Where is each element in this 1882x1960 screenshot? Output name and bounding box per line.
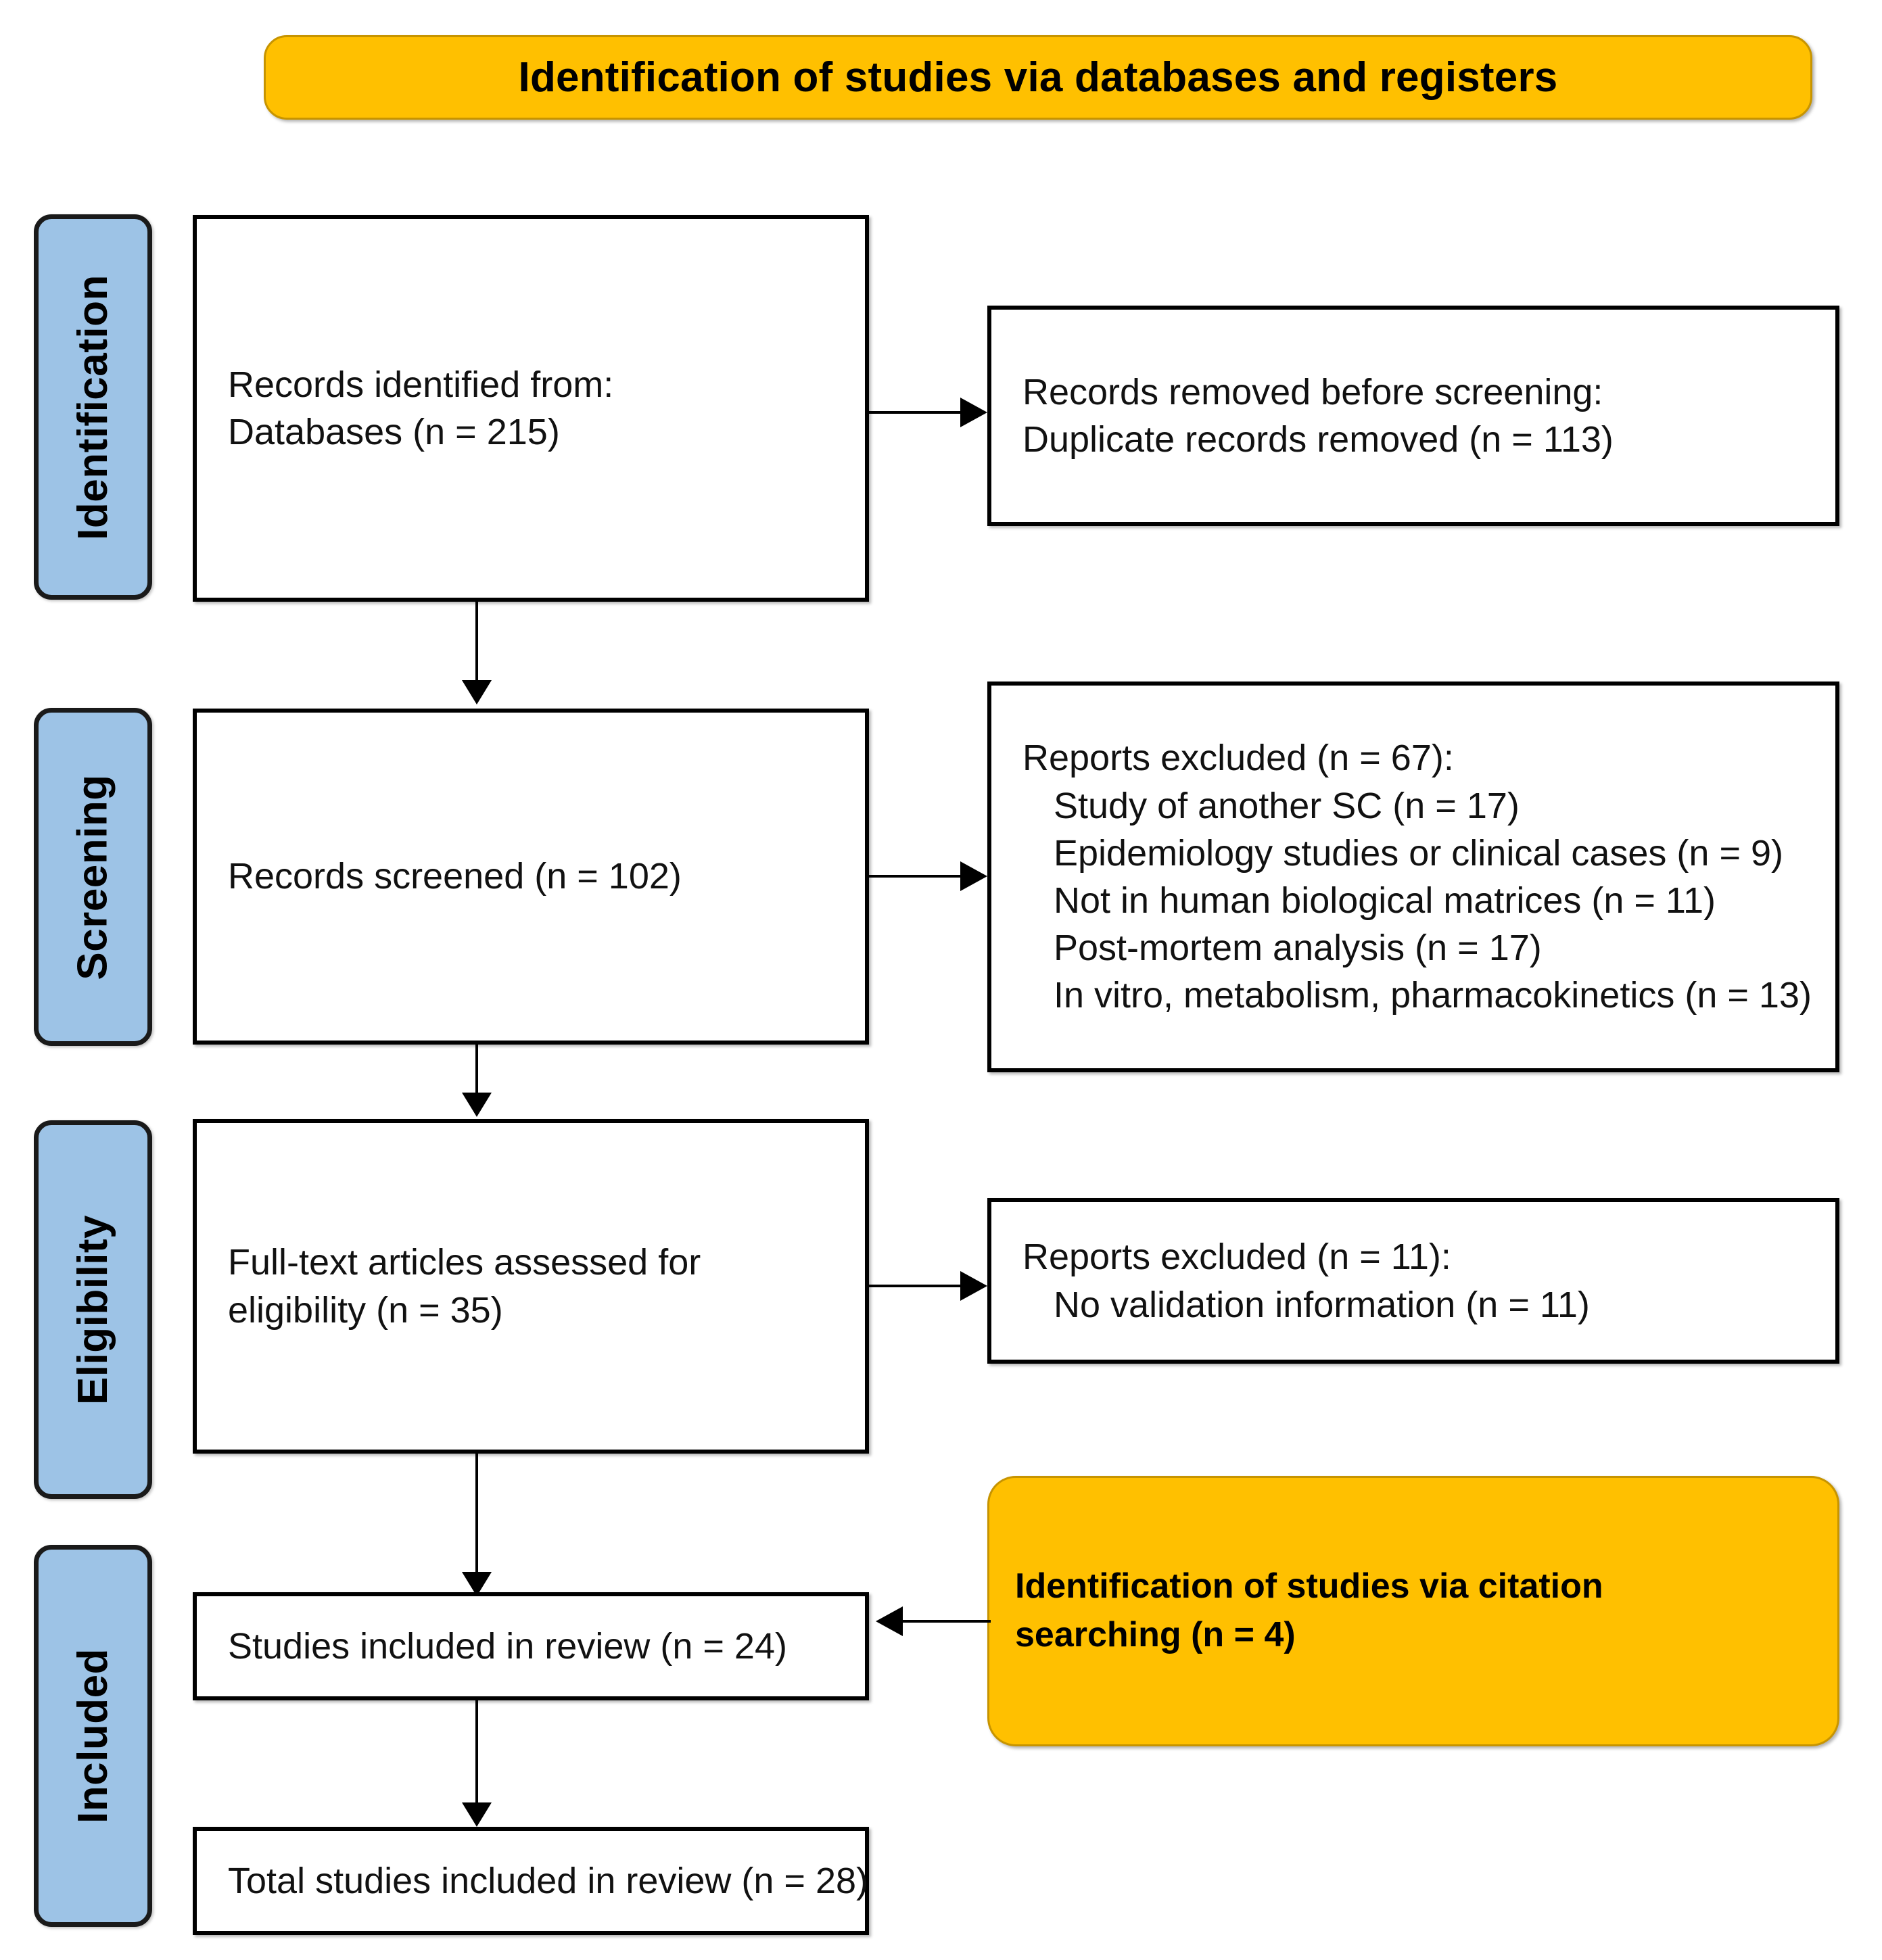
box-fulltext-assessed: Full-text articles assessed for eligibil…	[193, 1119, 869, 1454]
fulltext-assessed-line-2: eligibility (n = 35)	[228, 1289, 503, 1331]
stage-label-eligibility: Eligibility	[34, 1120, 152, 1499]
stage-label-screening-text: Screening	[70, 773, 116, 980]
stage-label-identification: Identification	[34, 214, 152, 600]
arrow-identified-to-removed	[960, 398, 987, 427]
reports-excluded-screening-reason-2: Not in human biological matrices (n = 11…	[1054, 880, 1716, 921]
box-records-removed: Records removed before screening: Duplic…	[987, 306, 1839, 526]
stage-label-eligibility-text: Eligibility	[70, 1214, 116, 1405]
arrow-identified-to-screened	[462, 680, 492, 704]
connector-screened-to-excluded67	[869, 875, 960, 878]
connector-included-to-total	[475, 1700, 478, 1805]
box-reports-excluded-eligibility: Reports excluded (n = 11): No validation…	[987, 1198, 1839, 1364]
box-reports-excluded-screening: Reports excluded (n = 67): Study of anot…	[987, 682, 1839, 1072]
reports-excluded-screening-reason-4: In vitro, metabolism, pharmacokinetics (…	[1054, 975, 1812, 1016]
citation-searching-line-2: searching (n = 4)	[1015, 1615, 1296, 1654]
stage-label-identification-text: Identification	[70, 274, 116, 540]
box-studies-included: Studies included in review (n = 24)	[193, 1592, 869, 1700]
reports-excluded-eligibility-reason-0: No validation information (n = 11)	[1054, 1284, 1590, 1325]
fulltext-assessed-line-1: Full-text articles assessed for	[228, 1242, 701, 1283]
records-identified-line-1: Records identified from:	[228, 364, 614, 405]
reports-excluded-screening-reason-3: Post-mortem analysis (n = 17)	[1054, 928, 1542, 969]
arrow-screened-to-excluded67	[960, 861, 987, 891]
total-studies-included-line-1: Total studies included in review (n = 28…	[228, 1860, 869, 1901]
header-banner: Identification of studies via databases …	[264, 35, 1812, 120]
reports-excluded-screening-reason-1: Epidemiology studies or clinical cases (…	[1054, 832, 1783, 874]
connector-citation-to-included	[903, 1620, 991, 1623]
connector-fulltext-to-included	[475, 1454, 478, 1575]
connector-screened-to-fulltext	[475, 1045, 478, 1095]
arrow-citation-to-included	[876, 1606, 903, 1636]
connector-fulltext-to-excluded11	[869, 1285, 960, 1287]
records-removed-line-2: Duplicate records removed (n = 113)	[1022, 419, 1614, 460]
stage-label-screening: Screening	[34, 708, 152, 1046]
records-screened-line-1: Records screened (n = 102)	[228, 856, 682, 897]
stage-label-included-text: Included	[70, 1648, 116, 1823]
page-title: Identification of studies via databases …	[518, 54, 1558, 101]
box-records-screened: Records screened (n = 102)	[193, 709, 869, 1045]
reports-excluded-screening-reason-0: Study of another SC (n = 17)	[1054, 785, 1520, 826]
connector-identified-to-screened	[475, 602, 478, 683]
studies-included-line-1: Studies included in review (n = 24)	[228, 1625, 787, 1667]
reports-excluded-eligibility-heading: Reports excluded (n = 11):	[1022, 1237, 1451, 1278]
records-identified-line-2: Databases (n = 215)	[228, 412, 560, 452]
reports-excluded-screening-heading: Reports excluded (n = 67):	[1022, 738, 1454, 779]
connector-identified-to-removed	[869, 411, 960, 414]
records-removed-line-1: Records removed before screening:	[1022, 371, 1603, 412]
arrow-included-to-total	[462, 1802, 492, 1827]
box-records-identified: Records identified from: Databases (n = …	[193, 215, 869, 602]
citation-searching-line-1: Identification of studies via citation	[1015, 1567, 1603, 1606]
arrow-screened-to-fulltext	[462, 1093, 492, 1117]
stage-label-included: Included	[34, 1545, 152, 1927]
box-citation-searching: Identification of studies via citation s…	[987, 1476, 1839, 1746]
box-total-studies-included: Total studies included in review (n = 28…	[193, 1827, 869, 1935]
arrow-fulltext-to-excluded11	[960, 1271, 987, 1301]
